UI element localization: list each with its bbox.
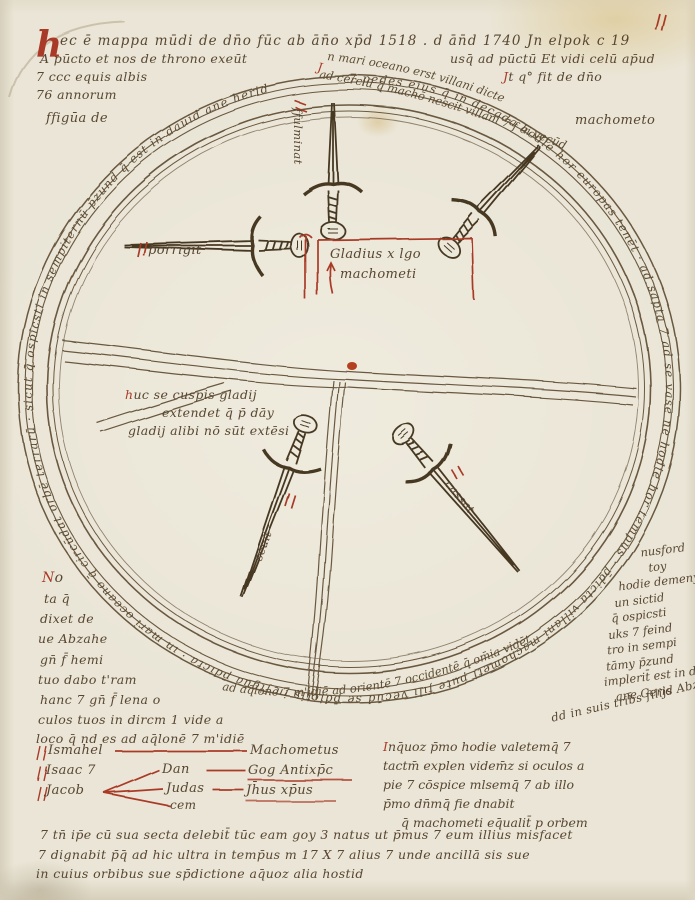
center-red-dot [347, 362, 357, 370]
curved-text: 7 pedes eius q̄ in decada hodie hor euro… [21, 49, 677, 707]
header-line3-left: 7 ccc equis albis [36, 69, 148, 84]
fulminat-mark [293, 99, 307, 112]
sword-upper-right [437, 144, 541, 258]
genealogy-cem: cem [170, 798, 197, 812]
header-line4: 76 annorum [36, 87, 117, 102]
genealogy-machometus: Machometus [250, 743, 339, 758]
gladius-box [317, 237, 475, 301]
world-ring [17, 75, 681, 703]
red-rubrication [36, 13, 667, 807]
bottom-right-paragraph: Inq̄uoz p̄mo hodie valetemq̄ 7 tactm̄ ex… [383, 737, 588, 832]
header-line2-left: A pūcto et nos de throno exeūt [40, 51, 248, 66]
midleft-line1: huc se cuspis gladij [125, 387, 258, 402]
sword-top-label: ffulminat [291, 108, 305, 165]
midleft-line3: gladij alibi nō sūt extēsi [128, 423, 290, 438]
porrigit-mark [137, 241, 148, 258]
ring-text: 7 pedes eius q̄ in decada hodie hor euro… [21, 71, 677, 707]
sword-left-label: porrigit [148, 243, 202, 258]
sword-lower-left [239, 413, 322, 599]
seuit-mark [284, 492, 296, 509]
cassat-mark [451, 465, 465, 481]
nota-l8: culos tuos in dircm 1 vide a [38, 712, 224, 727]
genealogy-jhesus: Jh̄us xp̄us [246, 783, 314, 798]
br-l1: Inq̄uoz p̄mo hodie valetemq̄ 7 [383, 739, 571, 754]
corner-mark [655, 13, 667, 32]
machometo-label: machometo [575, 113, 656, 128]
nota-l2: ta q̄ [44, 591, 71, 606]
br-l2: tactm̄ explen videm̄z si oculos a [383, 758, 585, 773]
arc-initial: J [314, 60, 325, 75]
genealogy-gog: Gog Antixp̄c [248, 763, 334, 778]
gladius-line1: Gladius x lgo [330, 247, 421, 262]
br-l4: p̄mo dn̄mq̄ fie dnabit [383, 796, 515, 811]
nota-l7: hanc 7 gn̄ f̄ lena o [40, 692, 161, 707]
red-arrow [326, 261, 336, 295]
genealogy-ismahel: Ismahel [48, 743, 103, 758]
bottom-line2: 7 dignabit p̄q̄ ad hic ultra in temp̄us … [38, 847, 531, 862]
genealogy-judas: Judas [166, 781, 205, 796]
sword-top [301, 102, 364, 241]
swords [123, 102, 541, 599]
nota-l5: gn̄ f̄ hemi [40, 652, 104, 667]
br-l3: pie 7 cōspice mlsemq̄ 7 ab illo [383, 777, 574, 792]
header-line1: ec ē mappa mūdi de dn̄o fūc ab ān̄o xp̄d… [60, 33, 631, 49]
nota-l4: ue Abzahe [38, 631, 108, 646]
nota-l1: No [42, 570, 64, 586]
rivers [61, 339, 638, 700]
nota-l3: dixet de [40, 611, 95, 626]
genealogy-jacob: Jacob [46, 783, 85, 798]
bottom-line3: in cuius orbibus sue sp̄dictione aq̄uoz … [36, 866, 364, 881]
sword-lower-right [392, 423, 521, 573]
bottom-line1: 7 tn̄ ip̄e cū sua secta delebit̄ tūc eam… [40, 827, 573, 842]
gladius-line2: machometi [340, 267, 417, 282]
genealogy-isaac: Isaac 7 [46, 763, 96, 778]
figura-de-label: ffigūa de [46, 111, 108, 126]
nota-l9: loco q̄ nd es ad aq̄lonē 7 m'idiē [36, 731, 245, 746]
pencil-flourish [9, 21, 126, 99]
header-line2-right: usq̄ ad pūctū Et vidi celū ap̄ud [450, 51, 656, 66]
rubric-initial-h: h [36, 24, 63, 66]
midleft-line2: extendet q̄ p̄ dāy [162, 405, 275, 420]
br-l5: q̄ machometi eq̄ualit̄ p orbem [401, 815, 588, 830]
nota-l6: tuo dabo t'ram [38, 672, 137, 687]
header-line3-right: Jt q° fit de dn̄o [503, 69, 603, 84]
sword-left [123, 215, 310, 278]
genealogy-dan: Dan [162, 762, 190, 777]
box-left-flourish [299, 233, 313, 300]
